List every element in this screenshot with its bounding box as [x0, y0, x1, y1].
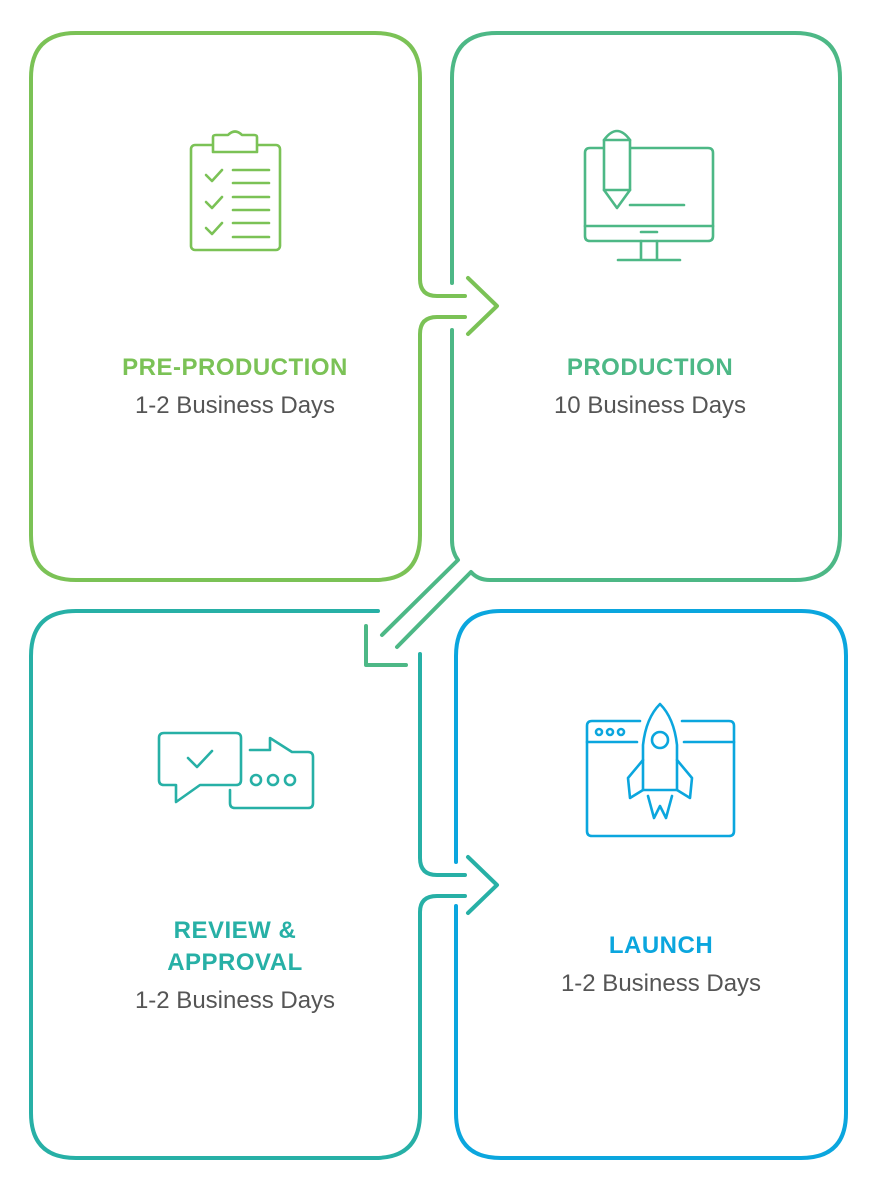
monitor-pencil-icon [583, 129, 715, 262]
review-box [29, 609, 467, 1160]
arrow-right-2-icon [466, 855, 499, 915]
clipboard-checklist-icon [189, 130, 282, 252]
stage-duration: 10 Business Days [553, 392, 747, 419]
stage-title-line1: REVIEW & [173, 917, 297, 944]
rocket-browser-icon [585, 702, 736, 838]
stage-title: PRE-PRODUCTION [122, 354, 348, 381]
stage-title-line2: APPROVAL [167, 949, 303, 976]
stage-pre-production: PRE-PRODUCTION 1-2 Business Days [45, 352, 425, 422]
launch-box [454, 609, 848, 1160]
stage-duration: 1-2 Business Days [134, 987, 336, 1014]
stage-title: LAUNCH [608, 932, 714, 959]
stage-launch: LAUNCH 1-2 Business Days [471, 930, 851, 1000]
chat-bubbles-icon [157, 731, 315, 810]
stage-production: PRODUCTION 10 Business Days [460, 352, 840, 422]
stage-duration: 1-2 Business Days [134, 392, 336, 419]
stage-review-approval: REVIEW & APPROVAL 1-2 Business Days [45, 915, 425, 1017]
arrow-down-left-icon [364, 624, 408, 667]
stage-duration: 1-2 Business Days [560, 970, 762, 997]
arrow-right-1-icon [466, 276, 499, 336]
production-box [395, 31, 842, 649]
pre-production-box [29, 31, 467, 582]
stage-title: PRODUCTION [566, 354, 734, 381]
